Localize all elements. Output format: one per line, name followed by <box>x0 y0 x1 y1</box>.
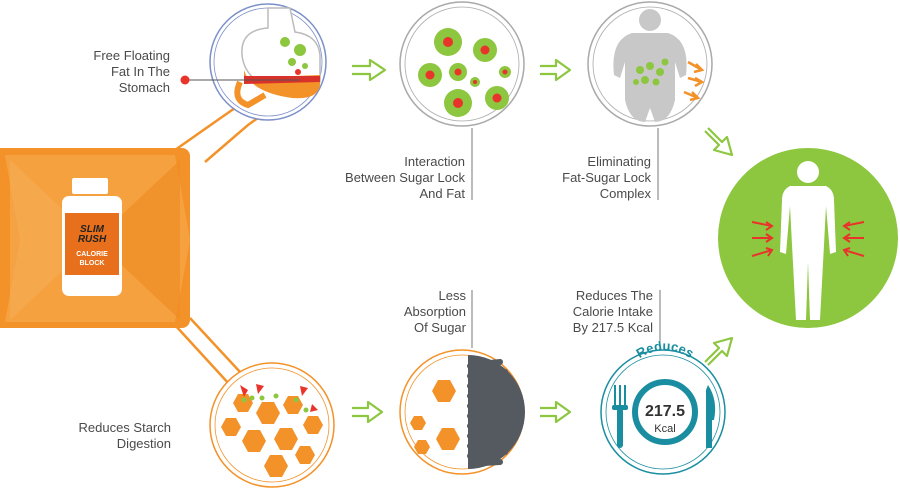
product-label-line1: CALORIE <box>76 251 108 258</box>
arrow-right-icon <box>352 400 384 424</box>
plate-arc-textpath: Reduces <box>634 338 697 361</box>
label-calorie-line3: By 217.5 Kcal <box>572 320 653 335</box>
stomach-icon <box>234 7 321 109</box>
plate-value: 217.5 <box>645 403 685 420</box>
supplement-bottle-icon: SLIM RUSH CALORIE BLOCK <box>62 178 122 296</box>
label-starch-line1: Reduces Starch <box>78 420 172 435</box>
label-sugar: Less Absorption Of Sugar <box>360 288 466 336</box>
product-brand-line1: SLIM <box>80 224 105 235</box>
label-stomach-line2: Fat In The <box>110 64 170 79</box>
overweight-body-icon <box>613 9 705 122</box>
label-sugar-line2: Absorption <box>403 304 466 319</box>
label-starch: Reduces Starch Digestion <box>40 420 172 452</box>
label-eliminating: Eliminating Fat-Sugar Lock Complex <box>520 154 651 202</box>
starch-molecules-icon <box>221 384 323 477</box>
arrow-right-icon <box>352 58 387 82</box>
product-brand-line2: RUSH <box>78 234 107 245</box>
label-stomach-line3: Stomach <box>118 80 170 95</box>
intestine-villi-icon <box>410 355 525 469</box>
label-stomach: Free Floating Fat In The Stomach <box>40 48 170 96</box>
label-sugar-line1: Less <box>438 288 466 303</box>
label-calorie-line1: Reduces The <box>575 288 653 303</box>
stomach-pointer <box>180 75 300 85</box>
arrow-down-right-icon <box>704 127 734 157</box>
label-eliminating-line1: Eliminating <box>587 154 651 169</box>
label-interaction-line1: Interaction <box>404 154 465 169</box>
label-starch-line2: Digestion <box>116 436 171 451</box>
arrow-up-right-icon <box>704 336 734 366</box>
slim-body-icon <box>751 161 865 320</box>
label-calorie: Reduces The Calorie Intake By 217.5 Kcal <box>520 288 653 336</box>
label-stomach-line1: Free Floating <box>93 48 170 63</box>
label-eliminating-line2: Fat-Sugar Lock <box>562 170 651 185</box>
label-interaction-line3: And Fat <box>419 186 465 201</box>
fat-cells-icon <box>418 28 511 117</box>
arrow-right-icon <box>540 400 572 424</box>
arrow-right-icon <box>540 58 572 82</box>
label-calorie-line2: Calorie Intake <box>572 304 653 319</box>
plate-unit: Kcal <box>654 423 675 435</box>
label-interaction-line2: Between Sugar Lock <box>345 170 465 185</box>
plate-arc-text: Reduces <box>634 338 697 361</box>
label-interaction: Interaction Between Sugar Lock And Fat <box>320 154 465 202</box>
plate-cutlery-icon: Reduces 217.5 Kcal <box>612 338 716 448</box>
label-eliminating-line3: Complex <box>599 186 651 201</box>
label-sugar-line3: Of Sugar <box>413 320 466 335</box>
product-label-line2: BLOCK <box>80 260 105 267</box>
